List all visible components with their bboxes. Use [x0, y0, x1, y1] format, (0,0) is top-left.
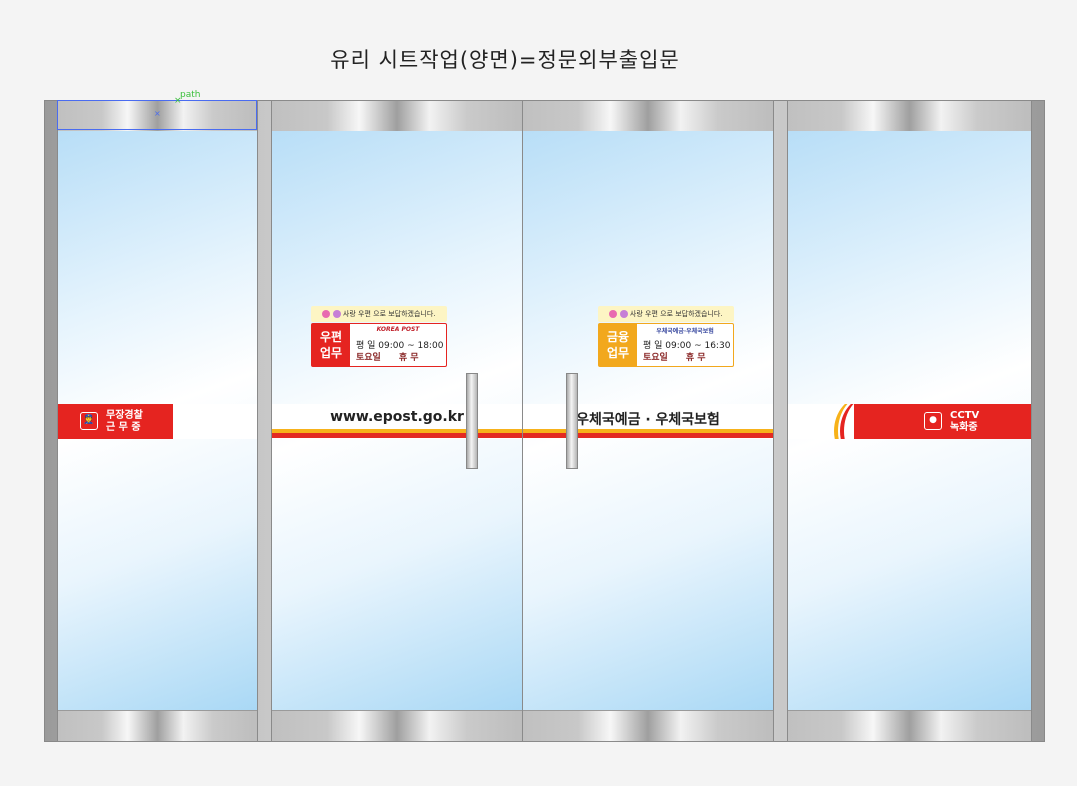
brand-logo: KOREA POST: [376, 326, 420, 333]
flower-icon: [619, 310, 628, 318]
path-label: path: [180, 90, 201, 100]
sticker-band: www.epost.go.kr: [272, 404, 522, 439]
sticker-band: ● CCTV 녹화중: [788, 404, 1031, 439]
glass-panel-right[interactable]: ● CCTV 녹화중: [787, 100, 1032, 742]
finance-text: 우체국예금 · 우체국보험: [576, 412, 720, 428]
sticker-band: 👮 무장경찰 근 무 중: [58, 404, 257, 439]
selection-box[interactable]: [57, 100, 257, 130]
bottom-rail: [58, 710, 257, 741]
badge-line-2: 근 무 중: [106, 422, 141, 433]
top-rail: [788, 101, 1031, 132]
weekday-hours: 평 일 09:00 ~ 16:30: [643, 341, 731, 351]
guard-icon: 👮: [80, 412, 98, 430]
red-badge: 👮 무장경찰 근 무 중: [58, 404, 173, 439]
cctv-icon: ●: [924, 412, 942, 430]
sign-slogan: 사랑 우편 으로 보답하겠습니다.: [629, 310, 723, 318]
glass-door-right[interactable]: 우체국예금 · 우체국보험: [522, 100, 774, 742]
bottom-rail: [523, 710, 773, 741]
closed-label: 휴 무: [685, 353, 706, 363]
saturday-label: 토요일: [643, 353, 668, 363]
swoosh-left: [826, 404, 856, 439]
swoosh-right: [171, 404, 201, 439]
sign-head-line-1: 금융: [606, 330, 630, 344]
weekday-hours: 평 일 09:00 ~ 18:00: [356, 341, 444, 351]
red-badge: ● CCTV 녹화중: [854, 404, 1031, 439]
top-rail: [523, 101, 773, 132]
top-rail: [58, 101, 257, 132]
glass-door-left[interactable]: www.epost.go.kr: [271, 100, 523, 742]
door-handle-right[interactable]: [566, 373, 578, 469]
door-handle-left[interactable]: [466, 373, 478, 469]
postal-hours-sign: 사랑 우편 으로 보답하겠습니다. 우편 업무 KOREA POST 평 일 0…: [311, 306, 447, 368]
top-rail: [272, 101, 522, 132]
saturday-label: 토요일: [356, 353, 381, 363]
page-title: 유리 시트작업(양면)=정문외부출입문: [330, 48, 680, 72]
anchor-point-icon[interactable]: ×: [154, 109, 161, 118]
bottom-rail: [272, 710, 522, 741]
bottom-rail: [788, 710, 1031, 741]
closed-label: 휴 무: [398, 353, 419, 363]
sign-head-line-2: 업무: [606, 346, 630, 360]
flower-icon: [322, 310, 331, 318]
finance-hours-sign: 사랑 우편 으로 보답하겠습니다. 금융 업무 우체국예금·우체국보험 평 일 …: [598, 306, 734, 368]
badge-line-1: 무장경찰: [106, 410, 143, 421]
flower-icon: [332, 310, 341, 318]
brand-logo: 우체국예금·우체국보험: [656, 328, 714, 335]
flower-icon: [609, 310, 618, 318]
sign-head-line-2: 업무: [319, 346, 343, 360]
glass-panel-left[interactable]: 👮 무장경찰 근 무 중: [57, 100, 258, 742]
badge-line-2: 녹화중: [950, 422, 978, 433]
sign-head-line-1: 우편: [319, 330, 343, 344]
badge-line-1: CCTV: [950, 410, 980, 421]
website-text: www.epost.go.kr: [330, 409, 464, 425]
sticker-band: 우체국예금 · 우체국보험: [523, 404, 773, 439]
sign-slogan: 사랑 우편 으로 보답하겠습니다.: [342, 310, 436, 318]
path-anchor-icon[interactable]: ×: [174, 96, 182, 106]
